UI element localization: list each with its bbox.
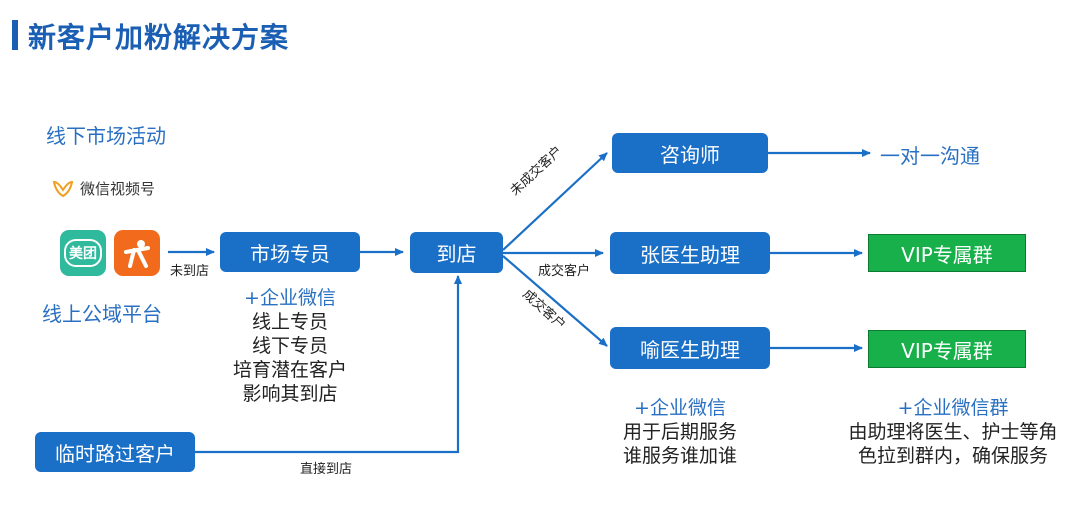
online-platform-label: 线上公域平台	[42, 302, 162, 326]
wechat-channels: 微信视频号	[52, 178, 155, 199]
assistant-notes: +企业微信 用于后期服务 谁服务谁加谁	[605, 396, 755, 468]
one-on-one-label: 一对一沟通	[880, 144, 980, 168]
assistant-zhang-node: 张医生助理	[610, 232, 770, 274]
arrow-walkin-to-store	[195, 275, 462, 454]
meituan-label: 美团	[64, 239, 102, 267]
meituan-icon: 美团	[60, 230, 106, 276]
arrow-store-to-consultant	[502, 152, 608, 251]
wechat-channels-label: 微信视频号	[80, 180, 156, 198]
vip-group-note-2: 由助理将医生、护士等角	[848, 421, 1058, 443]
vip-group-note-1: +企业微信群	[897, 397, 1009, 419]
assistant-note-2: 用于后期服务	[622, 421, 737, 443]
edge-label-deal: 成交客户	[538, 264, 591, 279]
edge-label-not-arrived: 未到店	[170, 264, 210, 279]
edge-label-direct-arrival: 直接到店	[300, 462, 353, 477]
vip-group-note-3: 色拉到群内，确保服务	[857, 445, 1048, 467]
arrow-store-to-yu	[502, 255, 608, 347]
assistant-note-3: 谁服务谁加谁	[622, 445, 737, 467]
market-staff-note-5: 影响其到店	[242, 383, 338, 405]
assistant-note-1: +企业微信	[634, 397, 726, 419]
market-staff-note-1: +企业微信	[244, 287, 336, 309]
walkin-customer-node: 临时路过客户	[35, 432, 195, 472]
offline-activity-label: 线下市场活动	[46, 124, 166, 148]
wechat-channels-icon	[52, 180, 74, 197]
page-title: 新客户加粉解决方案	[28, 21, 290, 54]
assistant-yu-node: 喻医生助理	[610, 327, 770, 369]
market-staff-note-2: 线上专员	[251, 311, 328, 333]
market-staff-note-4: 培育潜在客户	[232, 359, 347, 381]
title-accent-bar	[12, 20, 18, 50]
consultant-node: 咨询师	[612, 133, 768, 173]
vip-group-node-1: VIP专属群	[868, 234, 1026, 272]
market-staff-notes: +企业微信 线上专员 线下专员 培育潜在客户 影响其到店	[210, 286, 370, 406]
dianping-icon	[114, 230, 160, 276]
market-staff-node: 市场专员	[220, 232, 360, 272]
store-node: 到店	[410, 232, 503, 273]
vip-group-node-2: VIP专属群	[868, 330, 1026, 368]
market-staff-note-3: 线下专员	[251, 335, 328, 357]
vip-group-notes: +企业微信群 由助理将医生、护士等角 色拉到群内，确保服务	[828, 396, 1078, 468]
